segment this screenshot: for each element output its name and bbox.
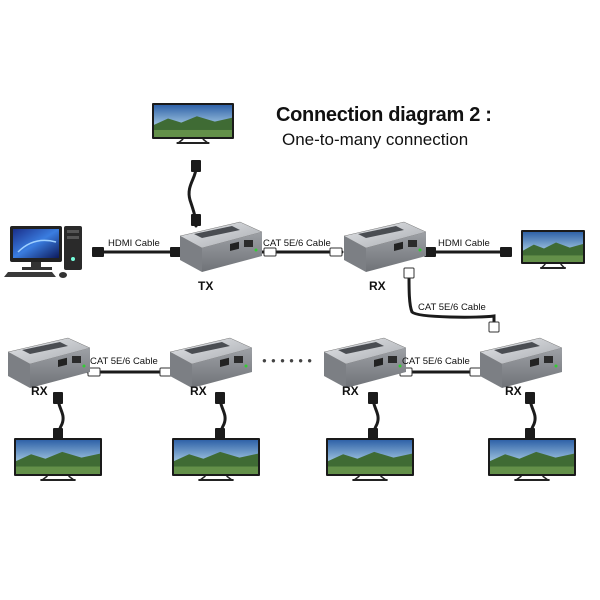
- hdmi-plug-icon: [191, 214, 201, 226]
- rx-label: RX: [369, 279, 386, 293]
- rj45-plug-icon: [404, 268, 414, 278]
- hdmi-plug-icon: [525, 392, 535, 404]
- hdmi-plug-icon: [92, 247, 104, 257]
- rx-label: RX: [31, 384, 48, 398]
- extender-icon: [324, 338, 406, 388]
- hdmi-plug-icon: [53, 392, 63, 404]
- monitor-icon: [488, 438, 576, 480]
- rj45-plug-icon: [330, 248, 342, 256]
- extender-icon: [344, 222, 426, 272]
- hdmi-plug-icon: [368, 392, 378, 404]
- monitor-icon: [172, 438, 260, 480]
- rx-label: RX: [505, 384, 522, 398]
- hdmi-plug-icon: [191, 160, 201, 172]
- hdmi-plug-icon: [500, 247, 512, 257]
- cat-cable-label: CAT 5E/6 Cable: [263, 238, 331, 249]
- hdmi-plug-icon: [215, 392, 225, 404]
- rj45-plug-icon: [264, 248, 276, 256]
- cat-cable-label: CAT 5E/6 Cable: [418, 302, 486, 313]
- extender-icon: [8, 338, 90, 388]
- extender-icon: [180, 222, 262, 272]
- monitors: [14, 103, 585, 480]
- hdmi-cable-label: HDMI Cable: [438, 238, 490, 249]
- tx-label: TX: [198, 279, 213, 293]
- monitor-icon: [152, 103, 234, 143]
- desktop-computer-icon: [4, 226, 82, 278]
- rx-label: RX: [342, 384, 359, 398]
- more-receivers-ellipsis: ● ● ● ● ● ●: [262, 356, 313, 365]
- monitor-icon: [14, 438, 102, 480]
- cat-cable-label: CAT 5E/6 Cable: [90, 356, 158, 367]
- hdmi-cable-label: HDMI Cable: [108, 238, 160, 249]
- cat-cable-label: CAT 5E/6 Cable: [402, 356, 470, 367]
- rx-label: RX: [190, 384, 207, 398]
- plugs: [53, 160, 535, 440]
- monitor-icon: [326, 438, 414, 480]
- extender-icon: [480, 338, 562, 388]
- rj45-plug-icon: [489, 322, 499, 332]
- extender-icon: [170, 338, 252, 388]
- monitor-icon: [521, 230, 585, 268]
